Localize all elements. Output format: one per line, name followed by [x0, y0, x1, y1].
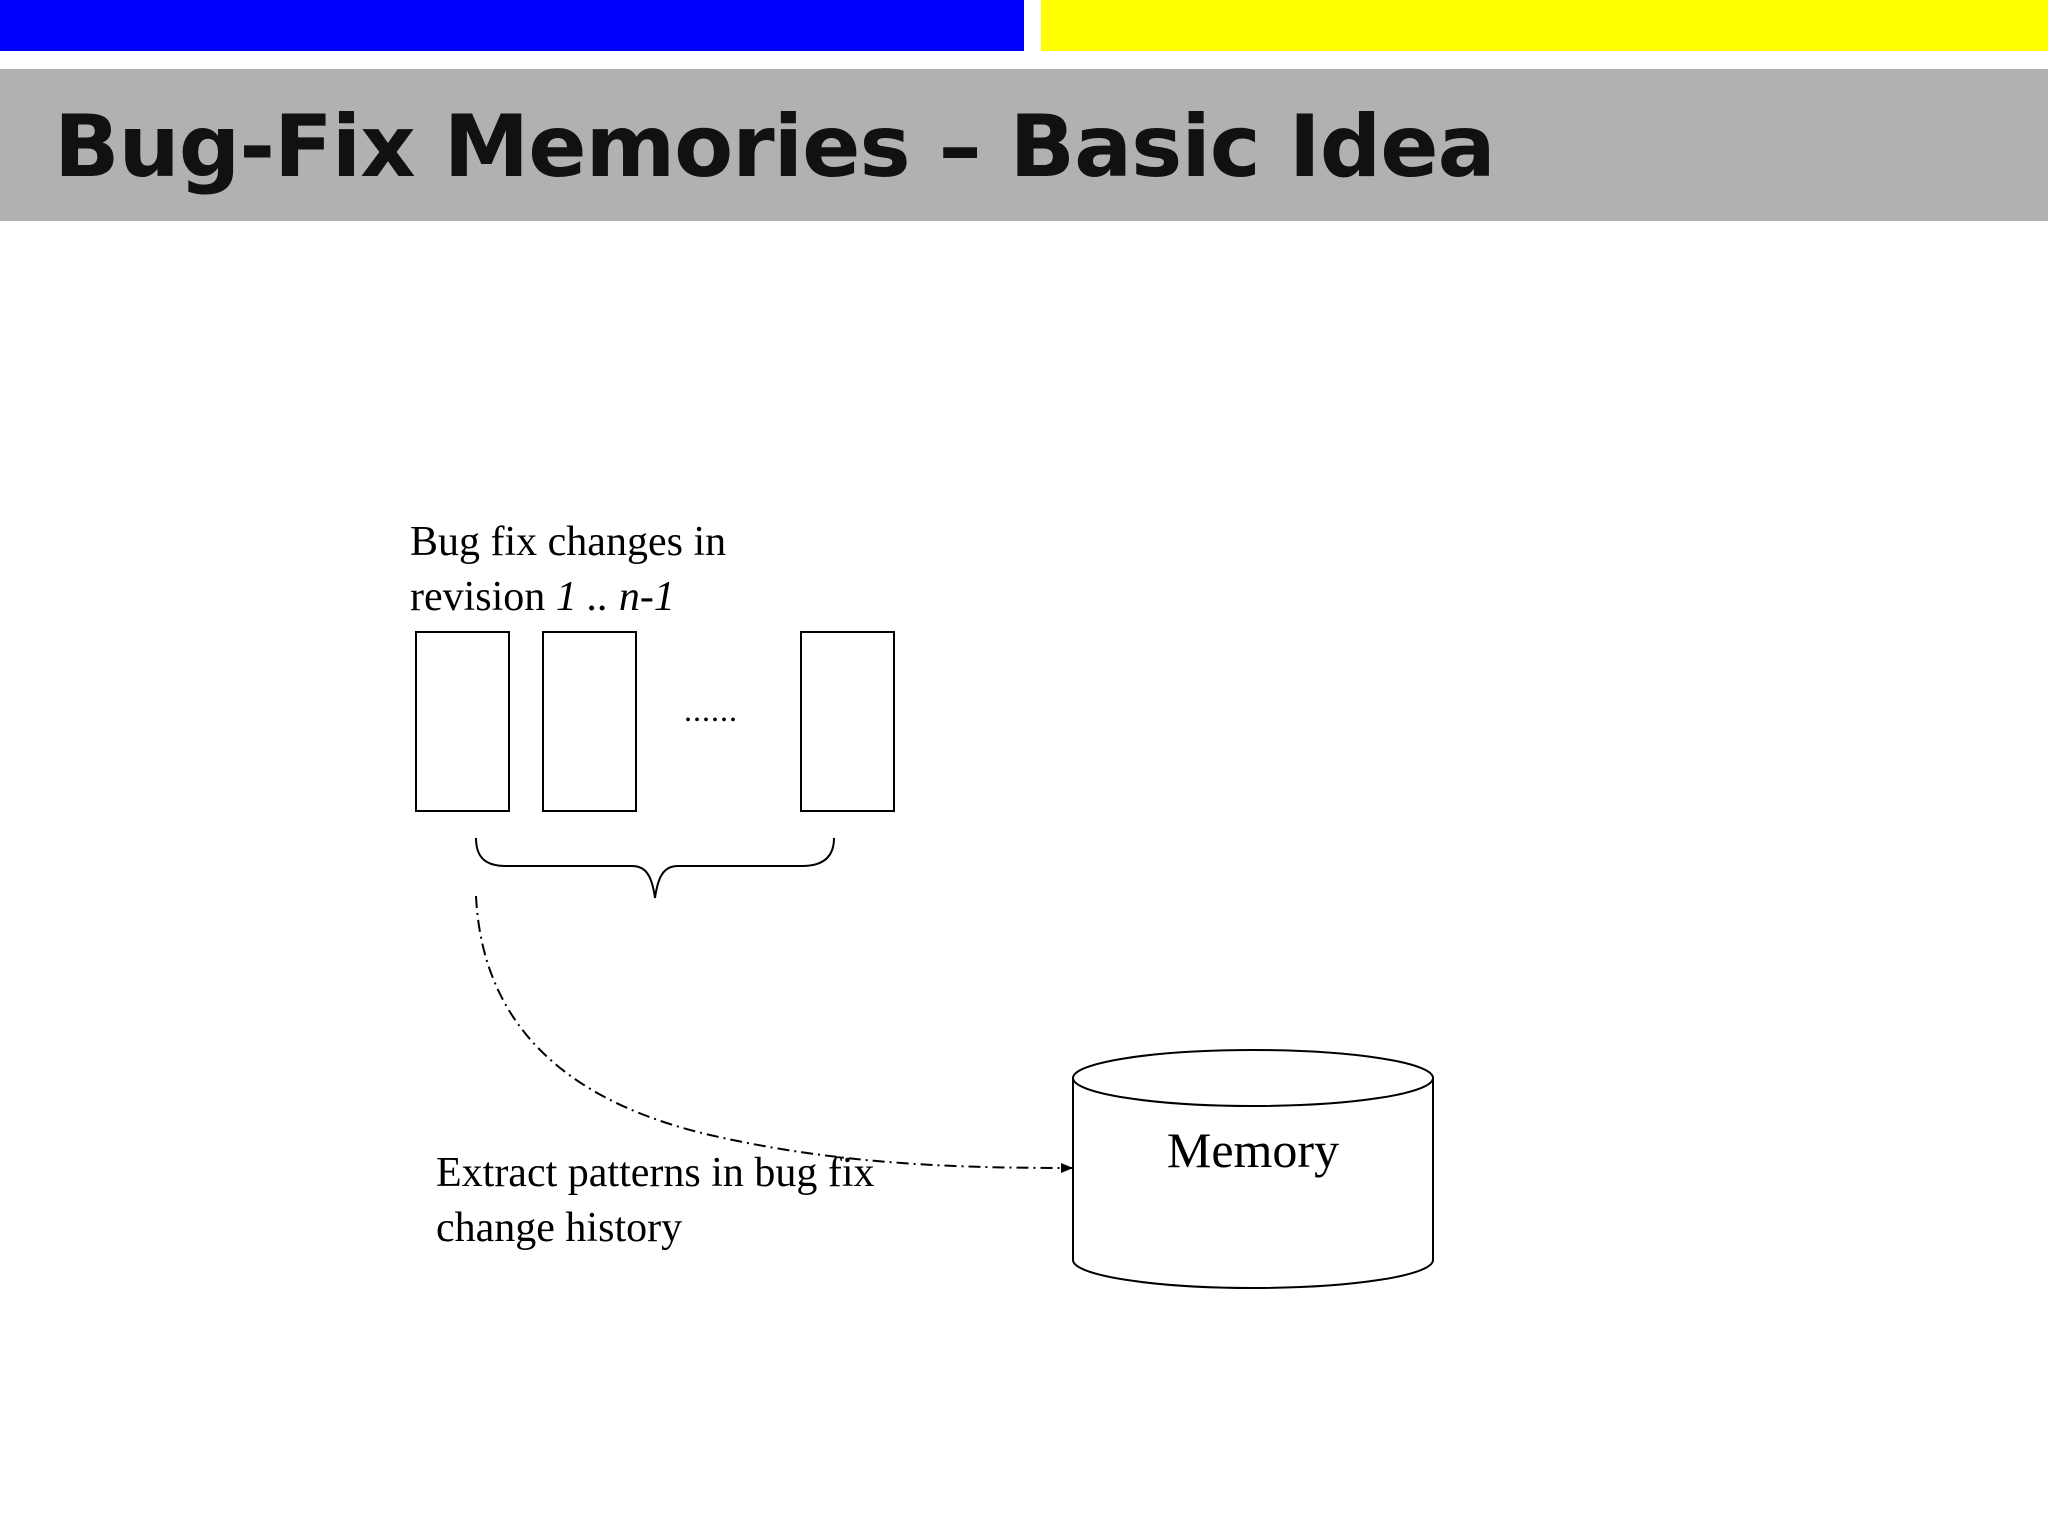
top-bar-yellow: [1041, 0, 2048, 51]
extract-label-line1: Extract patterns in bug fix: [436, 1150, 875, 1196]
revisions-label-range: 1 .. n-1: [555, 574, 675, 620]
slide-title: Bug-Fix Memories – Basic Idea: [54, 97, 1496, 197]
extract-arrow: [475, 895, 1073, 1173]
extract-label: Extract patterns in bug fix change histo…: [436, 1146, 875, 1256]
extract-label-line2: change history: [436, 1205, 683, 1251]
revisions-ellipsis: ......: [684, 692, 738, 728]
revisions-brace: [475, 837, 835, 899]
revision-box-2: [542, 631, 637, 812]
title-band: [0, 69, 2048, 221]
revision-box-n-1: [800, 631, 895, 812]
revision-box-1: [415, 631, 510, 812]
revisions-label-line1: Bug fix changes in: [410, 519, 727, 565]
revisions-label: Bug fix changes in revision 1 .. n-1: [410, 515, 726, 625]
top-bar-blue: [0, 0, 1024, 51]
memory-label: Memory: [1166, 1122, 1340, 1178]
memory-cylinder: [1072, 1049, 1434, 1289]
revisions-label-prefix: revision: [410, 574, 556, 620]
